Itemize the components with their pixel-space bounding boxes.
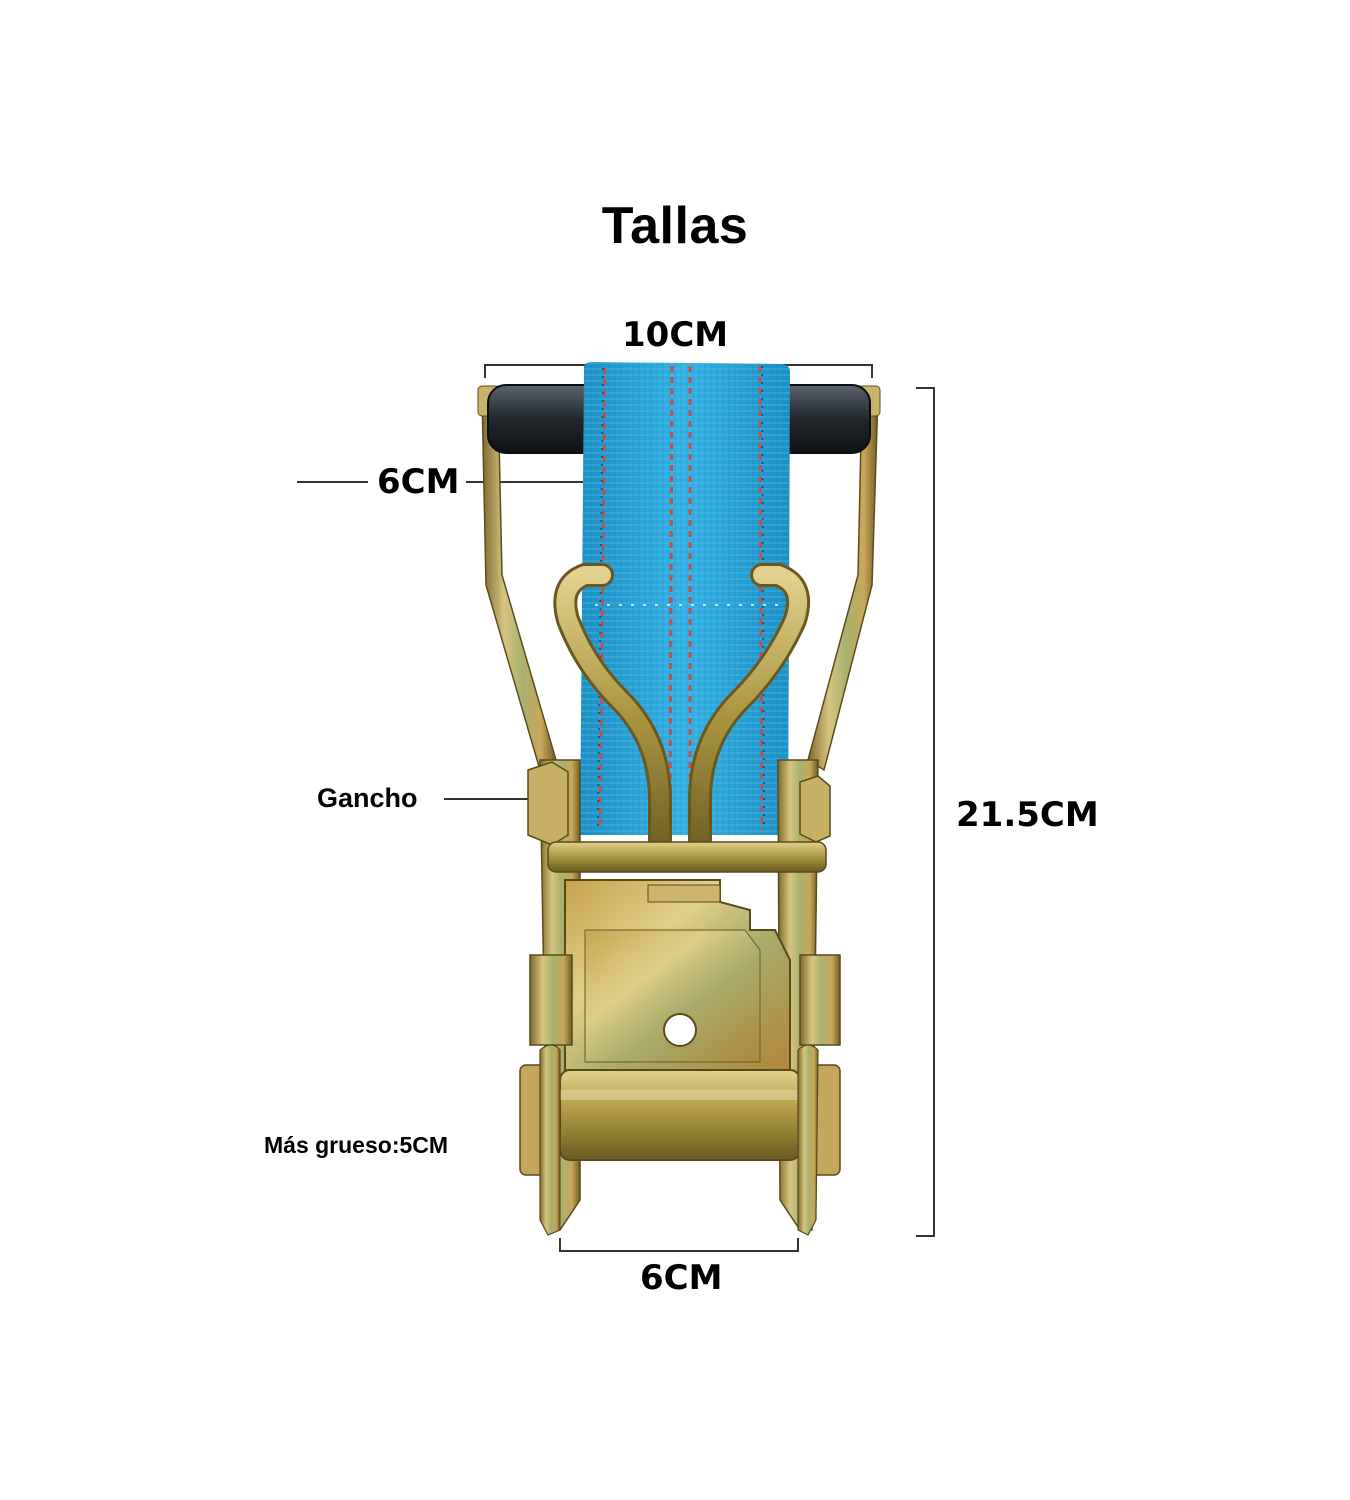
hook-label: Gancho	[317, 783, 418, 813]
webbing	[580, 362, 790, 835]
webbing-width-label: 6CM	[377, 462, 460, 502]
bottom-width-label: 6CM	[640, 1258, 723, 1298]
hook	[553, 563, 811, 872]
total-height-label: 21.5CM	[956, 795, 1099, 835]
page-title: Tallas	[601, 197, 749, 255]
top-width-label: 10CM	[622, 315, 729, 355]
thickness-label: Más grueso:5CM	[264, 1132, 449, 1158]
ratchet-mechanism	[519, 759, 841, 1236]
